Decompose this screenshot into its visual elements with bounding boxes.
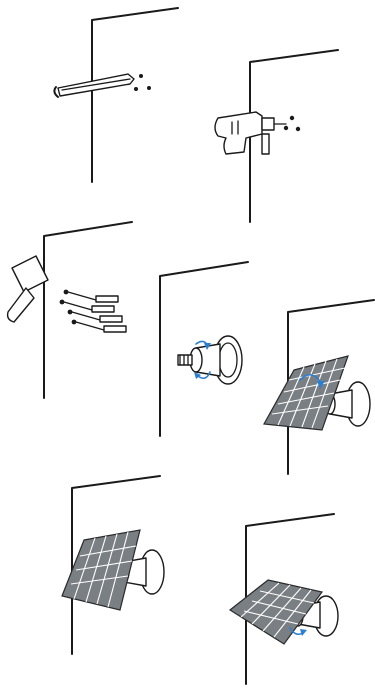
wall-corner [91, 7, 179, 183]
wall-corner [245, 513, 335, 685]
hole-mark [289, 115, 295, 121]
step-adjust-angle [61, 475, 165, 655]
hole-mark [295, 126, 301, 132]
hole-mark [147, 86, 151, 90]
solar-panel [61, 529, 141, 611]
hole-mark [139, 74, 143, 78]
drill-icon [214, 111, 287, 155]
step-drill-holes [214, 49, 339, 223]
wall-corner [43, 221, 133, 399]
step-tighten-mount [228, 513, 339, 685]
hole-mark [134, 87, 138, 91]
hammer-icon [6, 255, 49, 323]
pencil-icon [53, 73, 135, 98]
rotate-arrow-icon [289, 627, 307, 636]
step-attach-panel [263, 299, 375, 475]
rotate-arrow-icon [194, 340, 211, 380]
step-insert-anchors [6, 221, 133, 399]
anchor-screws [59, 289, 127, 333]
step-screw-mount [159, 261, 249, 437]
step-mark-holes [53, 7, 179, 183]
wall-corner [249, 49, 339, 223]
wall-corner [159, 261, 249, 437]
solar-panel [263, 355, 349, 431]
hole-mark [283, 125, 289, 131]
solar-panel [228, 579, 324, 645]
rotate-arrow-icon [299, 374, 325, 389]
wall-mount [177, 335, 243, 385]
